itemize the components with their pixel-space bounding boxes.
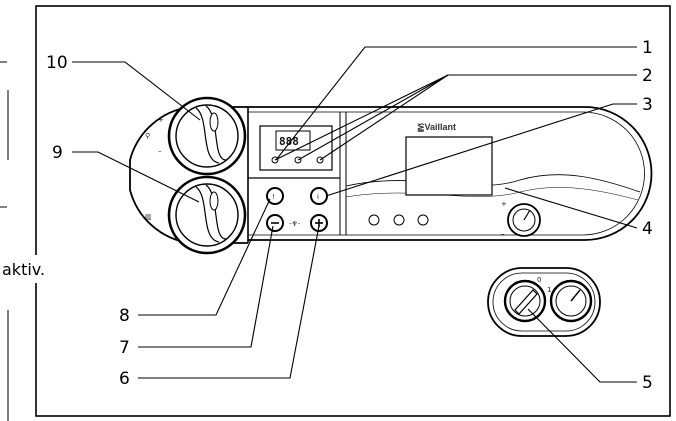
plus-button[interactable] xyxy=(310,214,328,232)
knob-minus-mark: – xyxy=(501,230,505,238)
heating-temperature-knob[interactable] xyxy=(167,175,247,255)
knob-plus-mark: + xyxy=(501,200,507,208)
display-readout: 888 xyxy=(279,135,299,148)
callout-8: 8 xyxy=(119,306,130,326)
callout-9: 9 xyxy=(52,143,63,163)
figure-frame xyxy=(35,5,671,417)
hot-water-tap-icon: ⚲ xyxy=(145,132,150,140)
callout-5: 5 xyxy=(642,373,653,393)
callout-7: 7 xyxy=(119,338,130,358)
hot-water-temperature-knob[interactable] xyxy=(167,96,247,176)
info-symbol-icon xyxy=(368,214,380,226)
function-symbols xyxy=(368,214,429,226)
room-temperature-knob[interactable] xyxy=(507,203,541,237)
chimney-sweep-icon: -♆- xyxy=(289,220,301,228)
callout-4: 4 xyxy=(642,219,653,239)
callout-2: 2 xyxy=(642,66,653,86)
callout-10: 10 xyxy=(46,53,68,73)
side-text-mask xyxy=(0,255,88,283)
page-side-text: aktiv. xyxy=(2,260,45,279)
callout-1: 1 xyxy=(642,38,653,58)
svg-text:i: i xyxy=(317,193,319,201)
svg-text:-♆-: -♆- xyxy=(289,220,301,228)
callout-3: 3 xyxy=(642,95,653,115)
brand-logo: ⪠Vaillant xyxy=(417,122,456,132)
flame-symbol-icon xyxy=(393,214,405,226)
info-button[interactable]: i xyxy=(310,187,328,205)
main-switch[interactable] xyxy=(503,279,547,323)
leader-lines xyxy=(72,46,638,383)
pressure-symbol-icon xyxy=(417,214,429,226)
callout-labels: 1 2 3 4 5 6 7 8 9 10 xyxy=(46,38,653,393)
callout-6: 6 xyxy=(119,369,130,389)
svg-text:!: ! xyxy=(272,193,275,201)
page-margin-lines xyxy=(0,61,9,421)
minus-button[interactable] xyxy=(266,214,284,232)
switch-one-mark: 1 xyxy=(547,286,551,294)
switch-zero-mark: 0 xyxy=(537,276,541,284)
hot-water-minus-mark: – xyxy=(158,147,162,155)
lcd-display: 888 xyxy=(259,125,333,171)
reset-button[interactable]: ! xyxy=(266,187,284,205)
pressure-gauge xyxy=(549,279,593,323)
radiator-icon: ▥ xyxy=(145,213,152,221)
hot-water-plus-mark: + xyxy=(158,116,164,124)
